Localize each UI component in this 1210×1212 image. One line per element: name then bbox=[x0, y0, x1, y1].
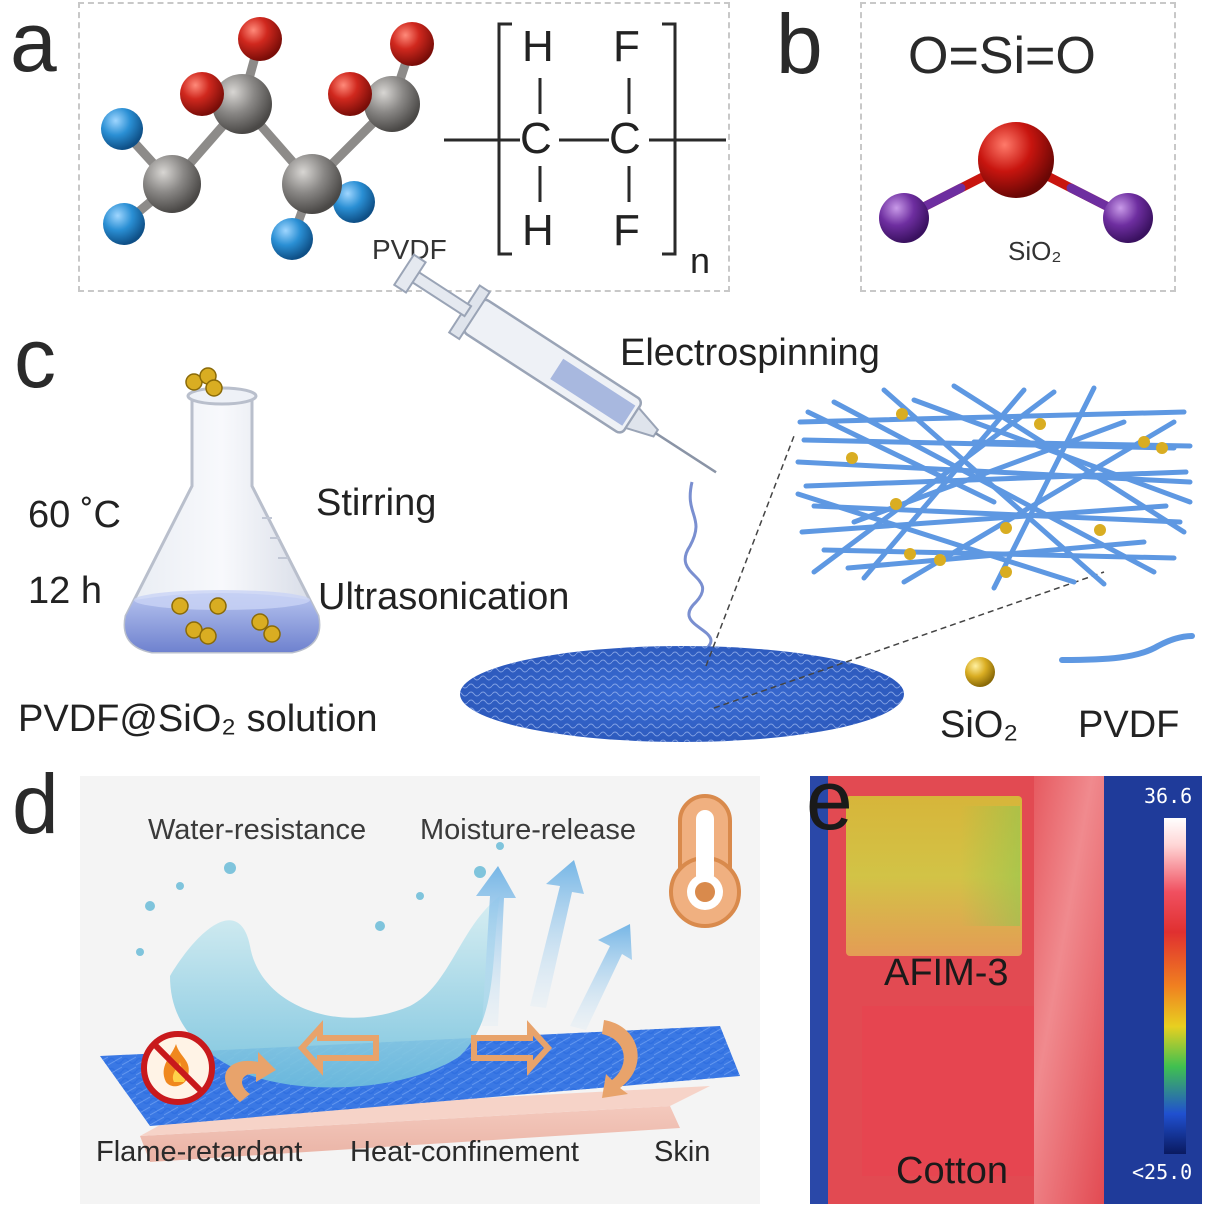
panel-a-letter: a bbox=[10, 0, 57, 89]
sio2-nanoparticle bbox=[890, 498, 902, 510]
water-splash bbox=[170, 896, 500, 1088]
curved-arrow-left bbox=[225, 1052, 276, 1102]
time-label: 12 h bbox=[28, 570, 102, 612]
panel-d-letter: d bbox=[12, 757, 59, 851]
sio2-nanoparticle bbox=[1000, 522, 1012, 534]
pvdf-ball-and-stick-model bbox=[101, 17, 434, 260]
skin-label: Skin bbox=[654, 1136, 711, 1168]
sio2-nanoparticle bbox=[171, 597, 189, 615]
silicon-atom bbox=[1103, 193, 1153, 243]
panel-b-frame bbox=[860, 2, 1176, 292]
pvdf-structural-formula bbox=[444, 22, 726, 256]
moisture-arrow bbox=[570, 924, 632, 1030]
sio2-nanoparticle bbox=[205, 379, 223, 397]
moisture-arrow bbox=[476, 866, 516, 1026]
temperature-color-scale bbox=[1164, 818, 1186, 1154]
panel-e-letter: e bbox=[806, 753, 853, 847]
oxygen-atom bbox=[180, 72, 224, 116]
cotton-label: Cotton bbox=[896, 1150, 1008, 1192]
thermometer-icon bbox=[669, 794, 741, 928]
temperature-label: 60 ˚C bbox=[28, 494, 121, 536]
sio2-nanoparticle bbox=[263, 625, 281, 643]
afim-3-sample-highlight bbox=[960, 806, 1020, 926]
sio2-nanoparticle bbox=[904, 548, 916, 560]
sio2-nanoparticle bbox=[209, 597, 227, 615]
fluorine-atom bbox=[271, 218, 313, 260]
legend-pvdf-label: PVDF bbox=[1078, 704, 1180, 746]
thermal-image bbox=[810, 776, 1202, 1204]
stirring-label: Stirring bbox=[316, 482, 437, 524]
moisture-arrow bbox=[530, 860, 584, 1008]
afim-3-label: AFIM-3 bbox=[884, 952, 1009, 994]
curved-arrow-right bbox=[602, 1020, 638, 1098]
carbon-atom bbox=[143, 155, 201, 213]
formula-h-top: H bbox=[522, 22, 554, 71]
water-resistance-label: Water-resistance bbox=[148, 814, 367, 846]
no-fire-icon bbox=[141, 1031, 215, 1105]
sio2-nanoparticle bbox=[846, 452, 858, 464]
skin-layer bbox=[140, 1106, 680, 1162]
heat-confinement-label: Heat-confinement bbox=[350, 1136, 579, 1168]
scale-min-label: <25.0 bbox=[1132, 1160, 1193, 1184]
formula-f-bottom: F bbox=[613, 206, 640, 255]
functional-membrane-illustration bbox=[100, 794, 741, 1162]
sio2-nanoparticle bbox=[1034, 418, 1046, 430]
formula-c-right: C bbox=[609, 114, 641, 163]
sio2-nanoparticle bbox=[1000, 566, 1012, 578]
fluorine-atom bbox=[333, 181, 375, 223]
sio2-formula: O=Si=O bbox=[908, 27, 1096, 85]
carbon-atom bbox=[282, 154, 342, 214]
oxygen-atom bbox=[390, 22, 434, 66]
flame-retardant-label: Flame-retardant bbox=[96, 1136, 303, 1168]
sio2-nanoparticle bbox=[1138, 436, 1150, 448]
sio2-nanoparticle bbox=[199, 627, 217, 645]
fluorine-atom bbox=[101, 108, 143, 150]
solution-label: PVDF@SiO₂ solution bbox=[18, 698, 378, 740]
fiber-network-zoom bbox=[795, 383, 1193, 591]
erlenmeyer-flask bbox=[123, 367, 321, 654]
carbon-atom bbox=[212, 74, 272, 134]
silicon-atom bbox=[879, 193, 929, 243]
carbon-atom bbox=[364, 76, 420, 132]
oxygen-atom bbox=[978, 122, 1054, 198]
legend-pvdf-marker bbox=[1059, 633, 1195, 663]
scale-max-label: 36.6 bbox=[1144, 784, 1193, 808]
heat-arrow-left bbox=[297, 1020, 379, 1076]
formula-f-top: F bbox=[613, 22, 640, 71]
formula-h-bottom: H bbox=[522, 206, 554, 255]
sio2-nanoparticle bbox=[1156, 442, 1168, 454]
legend-sio2-marker bbox=[965, 657, 995, 687]
formula-subscript-n: n bbox=[690, 240, 711, 281]
formula-c-left: C bbox=[520, 114, 552, 163]
heat-arrow-right bbox=[471, 1020, 553, 1076]
sio2-nanoparticle bbox=[1094, 524, 1106, 536]
oxygen-atom bbox=[238, 17, 282, 61]
panel-b-letter: b bbox=[776, 0, 823, 91]
sio2-nanoparticle bbox=[934, 554, 946, 566]
panel-c-letter: c bbox=[14, 311, 56, 405]
thermal-background-right bbox=[1102, 776, 1202, 1204]
thermal-stripe bbox=[1034, 776, 1104, 1204]
sio2-nanoparticle bbox=[896, 408, 908, 420]
ultrasonication-label: Ultrasonication bbox=[318, 576, 570, 618]
sio2-ball-and-stick-model bbox=[879, 122, 1153, 243]
electrospinning-setup bbox=[392, 253, 1105, 742]
moisture-release-label: Moisture-release bbox=[420, 814, 636, 846]
thermal-background-left bbox=[810, 776, 828, 1204]
fluorine-atom bbox=[103, 203, 145, 245]
oxygen-atom bbox=[328, 72, 372, 116]
sio2-model-label: SiO₂ bbox=[1008, 236, 1062, 266]
legend-sio2-label: SiO₂ bbox=[940, 704, 1019, 746]
sio2-nanoparticle bbox=[251, 613, 269, 631]
electrospinning-label: Electrospinning bbox=[620, 332, 880, 374]
cotton-sample bbox=[862, 1006, 1034, 1176]
